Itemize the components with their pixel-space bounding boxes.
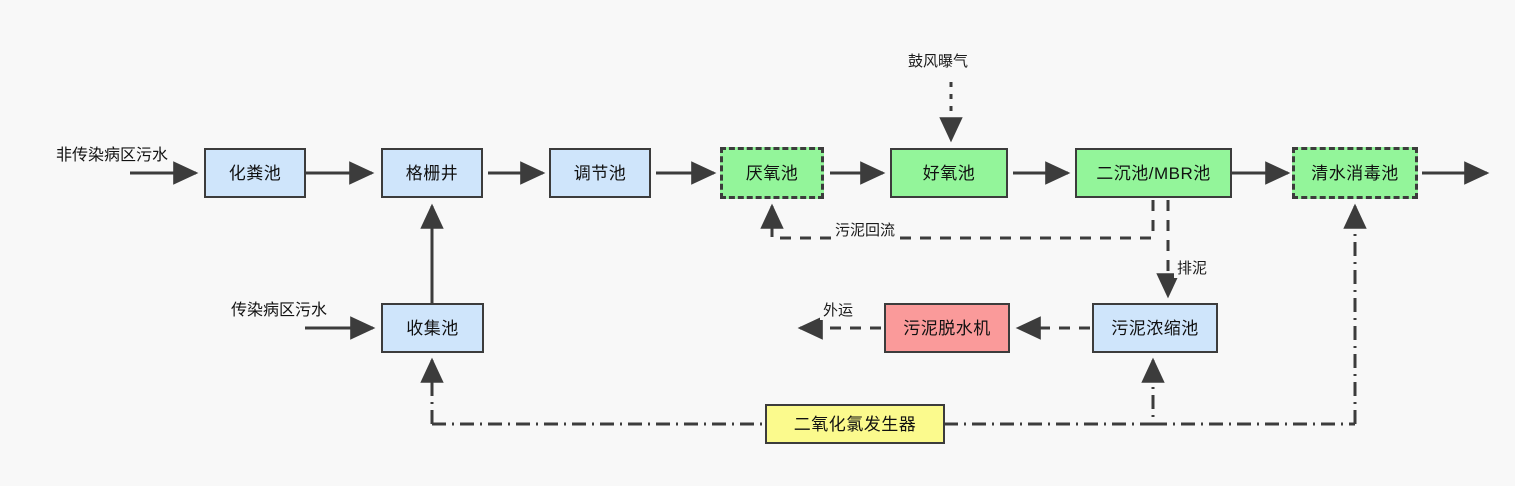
node-erchenchi-label: 二沉池/MBR池 <box>1096 163 1211 183</box>
wire-sludge-return <box>760 200 1155 240</box>
label-inlet-clinical: 传染病区污水 <box>231 302 328 319</box>
node-qingshui[interactable]: 清水消毒池 <box>1292 147 1418 199</box>
node-zhashajing[interactable]: 格栅井 <box>381 148 483 198</box>
node-nongsuochi-label: 污泥浓缩池 <box>1111 318 1199 338</box>
node-zhashajing-label: 格栅井 <box>405 163 459 183</box>
label-inlet-nonclinical: 非传染病区污水 <box>56 147 169 164</box>
node-yanyangchi[interactable]: 厌氧池 <box>720 147 824 199</box>
node-huafenchi[interactable]: 化粪池 <box>204 148 306 198</box>
node-erchenchi[interactable]: 二沉池/MBR池 <box>1075 148 1232 198</box>
node-tiaojiechi[interactable]: 调节池 <box>549 148 651 198</box>
node-huafenchi-label: 化粪池 <box>228 163 282 183</box>
label-sludge-drain: 排泥 <box>1174 257 1211 278</box>
node-haoyangchi-label: 好氧池 <box>922 163 976 183</box>
node-eryanghualv[interactable]: 二氧化氯发生器 <box>765 404 945 444</box>
node-tuoshuiji[interactable]: 污泥脱水机 <box>884 303 1010 353</box>
label-sludge-return: 污泥回流 <box>832 219 899 240</box>
node-eryanghualv-label: 二氧化氯发生器 <box>793 414 917 434</box>
node-shoujichi-label: 收集池 <box>406 318 459 338</box>
node-yanyangchi-label: 厌氧池 <box>745 163 799 183</box>
node-haoyangchi[interactable]: 好氧池 <box>890 148 1008 198</box>
node-tiaojiechi-label: 调节池 <box>573 163 627 183</box>
node-qingshui-label: 清水消毒池 <box>1311 163 1399 183</box>
label-aeration: 鼓风曝气 <box>905 50 972 71</box>
node-nongsuochi[interactable]: 污泥浓缩池 <box>1092 303 1218 353</box>
node-tuoshuiji-label: 污泥脱水机 <box>903 318 991 338</box>
node-shoujichi[interactable]: 收集池 <box>381 303 484 353</box>
label-haul-away: 外运 <box>820 299 857 320</box>
wire-clo2-to-nongsuochi <box>944 357 1165 426</box>
